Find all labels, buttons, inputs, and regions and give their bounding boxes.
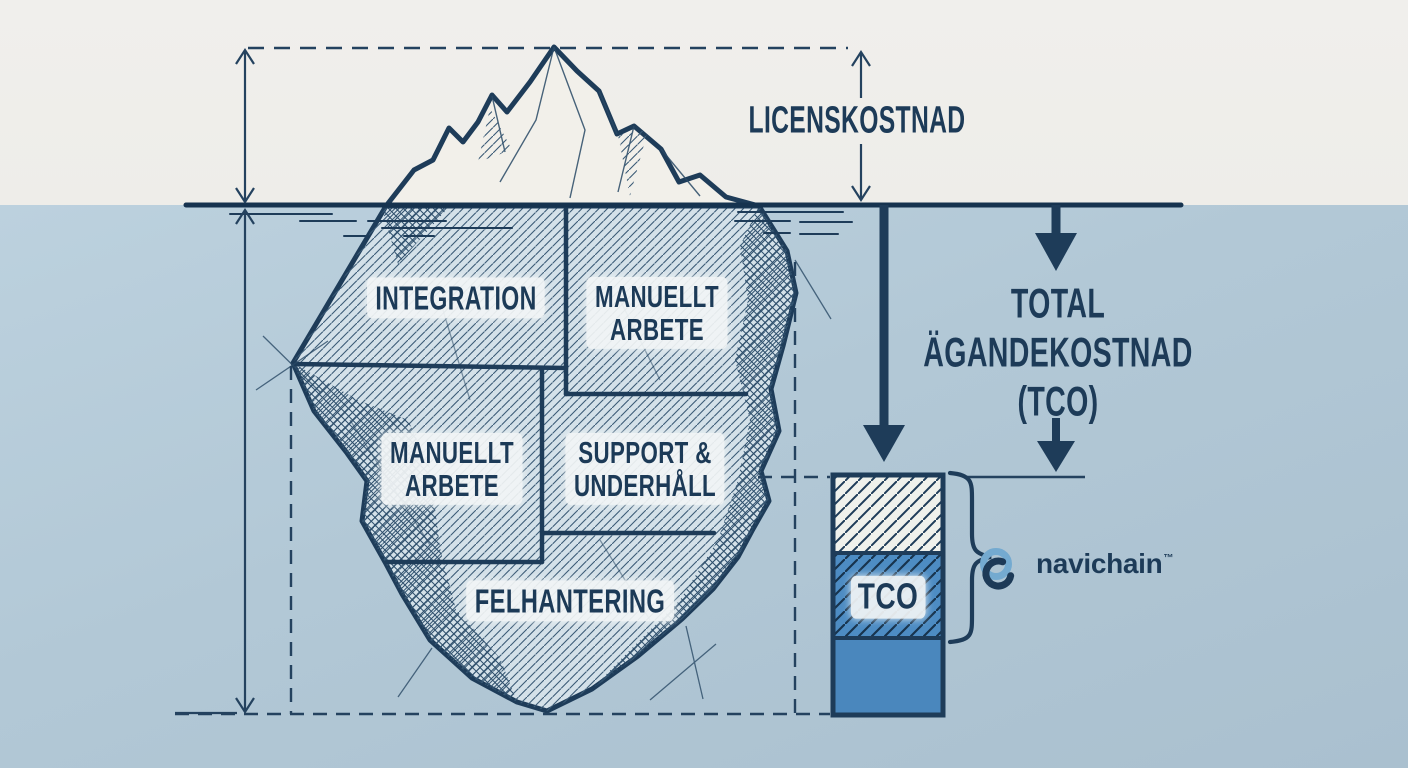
line1: MANUELLT — [390, 434, 514, 470]
line2: UNDERHÅLL — [573, 468, 717, 503]
label-total-agandekostnad: TOTAL ÄGANDEKOSTNAD (TCO) — [915, 275, 1201, 428]
brace — [947, 470, 992, 645]
line2: ÄGANDEKOSTNAD — [923, 328, 1193, 376]
section-label-manuellt-arbete-bottom: MANUELLT ARBETE — [381, 432, 523, 506]
line1: TOTAL — [1010, 279, 1106, 327]
navichain-logo-text: navichain — [1036, 548, 1163, 579]
sky-background — [0, 0, 1408, 205]
flow-arrows — [863, 205, 1077, 472]
label-licenskostnad: LICENSKOSTNAD — [748, 99, 966, 142]
iceberg-above-water — [383, 44, 762, 209]
line2: ARBETE — [610, 312, 704, 347]
left-dimension-line — [235, 47, 255, 715]
section-label-felhantering: FELHANTERING — [466, 580, 674, 622]
line1: SUPPORT & — [578, 434, 712, 470]
license-dimension-arrow — [851, 49, 871, 203]
line2: ARBETE — [405, 468, 499, 503]
construction-marks — [255, 259, 832, 701]
bar-label-tco: TCO — [850, 575, 926, 619]
trademark-symbol: ™ — [1163, 553, 1174, 564]
section-divider-lines — [291, 203, 749, 565]
section-label-support-underhall: SUPPORT & UNDERHÅLL — [565, 432, 725, 506]
section-label-manuellt-arbete-top: MANUELLT ARBETE — [586, 276, 728, 350]
line1: MANUELLT — [595, 278, 719, 314]
dashed-guides — [175, 262, 830, 716]
section-label-integration: INTEGRATION — [366, 277, 546, 319]
bar-segment-tco-solid — [833, 638, 943, 715]
line3: (TCO) — [1017, 377, 1099, 425]
navichain-logo: navichain™ — [1036, 548, 1174, 580]
chain-links-icon — [980, 548, 1015, 590]
